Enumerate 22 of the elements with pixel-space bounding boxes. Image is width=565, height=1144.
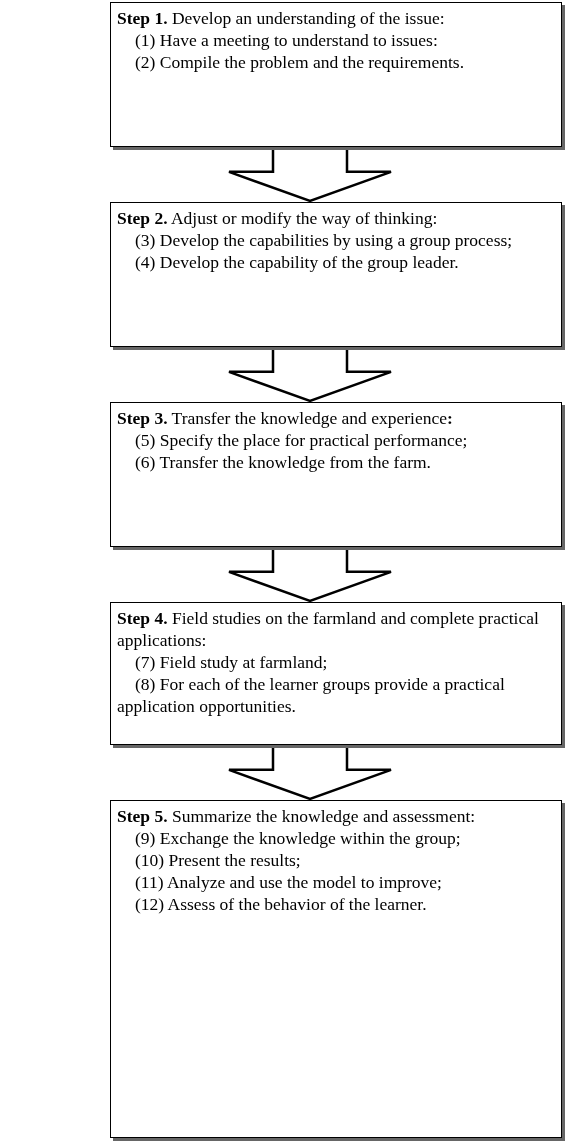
step-heading: Step 3. Transfer the knowledge and experience: bbox=[117, 407, 454, 429]
step-item: (11) Analyze and use the model to improve; bbox=[134, 871, 443, 893]
step-item: (12) Assess of the behavior of the learner. bbox=[134, 893, 428, 915]
step-item: (7) Field study at farmland; bbox=[134, 651, 329, 673]
step-heading: Step 5. Summarize the knowledge and assessment: bbox=[117, 805, 477, 827]
step-heading: Step 1. Develop an understanding of the issue: bbox=[117, 7, 446, 29]
step-heading: Step 2. Adjust or modify the way of thinking: bbox=[117, 207, 439, 229]
step-item: (10) Present the results; bbox=[134, 849, 302, 871]
step-item: (5) Specify the place for practical performance; bbox=[134, 429, 469, 451]
step-item: (2) Compile the problem and the requirements. bbox=[134, 51, 465, 73]
step-item: (4) Develop the capability of the group leader. bbox=[134, 251, 460, 273]
step-item: (9) Exchange the knowledge within the group; bbox=[134, 827, 462, 849]
step-box bbox=[110, 202, 562, 347]
step-heading: Step 4. Field studies on the farmland and complete practical applications: bbox=[117, 607, 540, 651]
step-box bbox=[110, 602, 562, 745]
step-item: (6) Transfer the knowledge from the farm. bbox=[134, 451, 432, 473]
step-item: (8) For each of the learner groups provide a practical application opportunities. bbox=[117, 673, 506, 717]
step-item: (1) Have a meeting to understand to issues: bbox=[134, 29, 439, 51]
step-box bbox=[110, 402, 562, 547]
step-box bbox=[110, 800, 562, 1138]
step-box bbox=[110, 2, 562, 147]
step-item: (3) Develop the capabilities by using a group process; bbox=[134, 229, 514, 251]
